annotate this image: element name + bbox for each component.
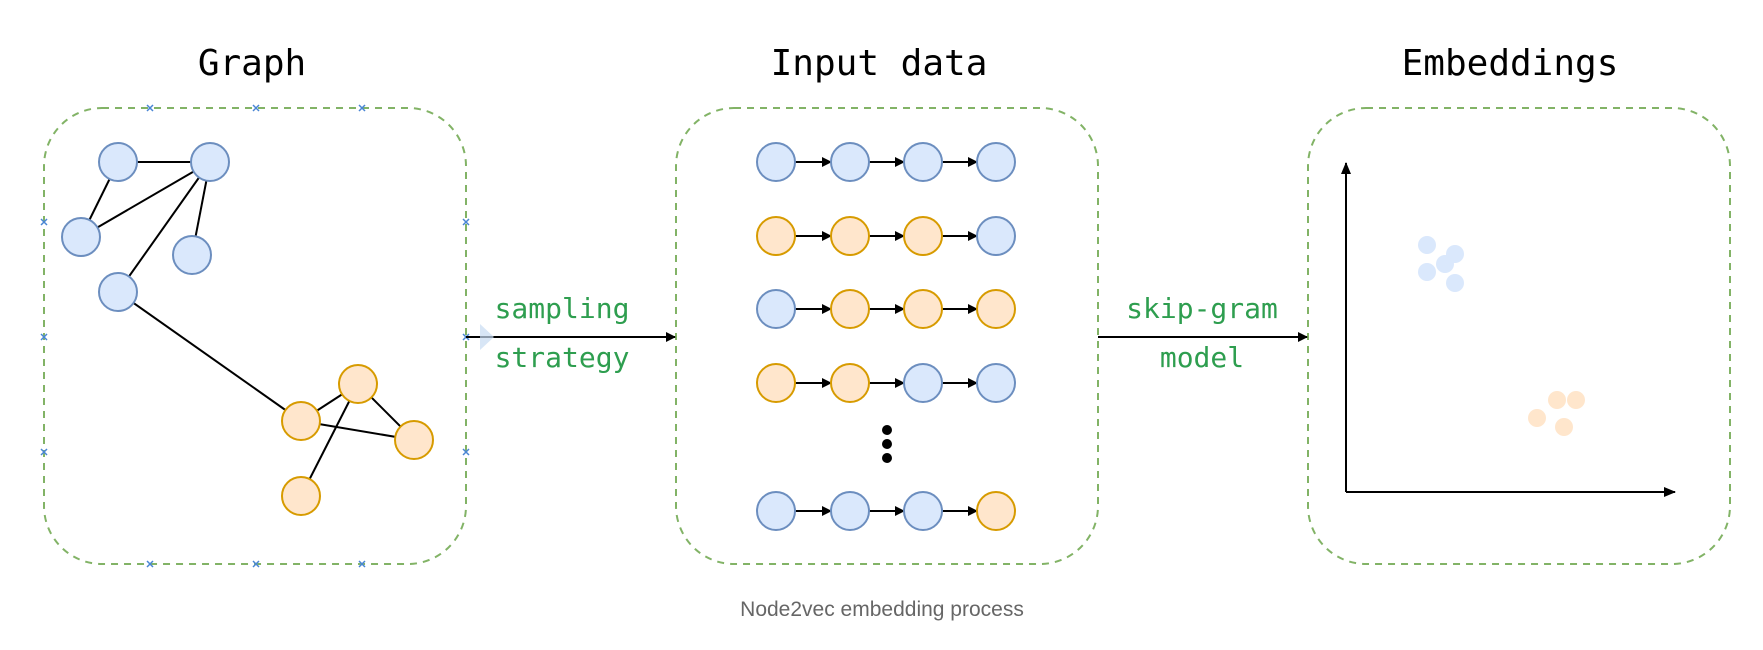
- embedding-point: [1418, 263, 1436, 281]
- figure-caption: Node2vec embedding process: [740, 598, 1024, 621]
- selection-handle-icon: [40, 218, 48, 226]
- walk-node: [976, 216, 1016, 256]
- random-walks: [756, 142, 1016, 531]
- walk-node: [903, 216, 943, 256]
- selection-handle-icon: [462, 218, 470, 226]
- graph-edge: [117, 161, 211, 293]
- selection-handle-icon: [40, 333, 48, 341]
- embeddings-panel: [1307, 107, 1731, 565]
- walk-node: [830, 491, 870, 531]
- walk-node: [756, 363, 796, 403]
- selection-handle-icon: [146, 560, 154, 568]
- graph-node: [98, 272, 138, 312]
- selection-handle-icon: [252, 560, 260, 568]
- graph-node: [172, 235, 212, 275]
- selection-handles: [40, 104, 470, 568]
- walk-node: [756, 216, 796, 256]
- walk-node: [830, 216, 870, 256]
- graph-node: [61, 217, 101, 257]
- embedding-point: [1555, 418, 1573, 436]
- graph-nodes: [61, 142, 434, 516]
- walk-node: [830, 363, 870, 403]
- walk-node: [976, 142, 1016, 182]
- selection-handle-icon: [146, 104, 154, 112]
- graph-node: [281, 476, 321, 516]
- ellipsis-dot: [882, 425, 892, 435]
- walk-row: [756, 216, 1016, 256]
- walk-row: [756, 363, 1016, 403]
- graph-edge: [117, 291, 302, 422]
- skipgram-label-line1: skip-gram: [1126, 292, 1278, 325]
- selection-handle-icon: [40, 448, 48, 456]
- embedding-point: [1567, 391, 1585, 409]
- graph-node: [394, 420, 434, 460]
- connection-handle-icon: [480, 324, 494, 350]
- graph-node: [338, 364, 378, 404]
- walk-node: [976, 491, 1016, 531]
- walk-node: [756, 289, 796, 329]
- graph-node: [190, 142, 230, 182]
- graph-edge: [80, 161, 211, 238]
- embedding-points: [1418, 236, 1585, 436]
- skipgram-label-line2: model: [1160, 341, 1244, 374]
- graph-edges: [80, 161, 415, 497]
- ellipsis-dots: [882, 425, 892, 463]
- walk-node: [756, 491, 796, 531]
- walk-node: [830, 142, 870, 182]
- selection-handle-icon: [462, 448, 470, 456]
- walk-node: [903, 363, 943, 403]
- walk-row: [756, 491, 1016, 531]
- sampling-label-line1: sampling: [495, 292, 630, 325]
- embeddings-title: Embeddings: [1402, 43, 1619, 84]
- graph-edge: [300, 383, 359, 497]
- walk-node: [903, 289, 943, 329]
- graph-node: [281, 401, 321, 441]
- selection-handle-icon: [252, 104, 260, 112]
- embedding-point: [1548, 391, 1566, 409]
- walk-node: [976, 289, 1016, 329]
- embedding-point: [1446, 274, 1464, 292]
- embedding-point: [1436, 255, 1454, 273]
- walk-node: [976, 363, 1016, 403]
- selection-handle-icon: [358, 104, 366, 112]
- sampling-label-line2: strategy: [495, 341, 630, 374]
- embedding-point: [1528, 409, 1546, 427]
- walk-node: [756, 142, 796, 182]
- ellipsis-dot: [882, 439, 892, 449]
- walk-node: [830, 289, 870, 329]
- ellipsis-dot: [882, 453, 892, 463]
- graph-title: Graph: [198, 43, 306, 84]
- input-data-title: Input data: [771, 43, 988, 84]
- walk-row: [756, 289, 1016, 329]
- input-data-panel: [675, 107, 1099, 565]
- walk-row: [756, 142, 1016, 182]
- walk-node: [903, 491, 943, 531]
- embedding-point: [1418, 236, 1436, 254]
- graph-node: [98, 142, 138, 182]
- walk-node: [903, 142, 943, 182]
- selection-handle-icon: [358, 560, 366, 568]
